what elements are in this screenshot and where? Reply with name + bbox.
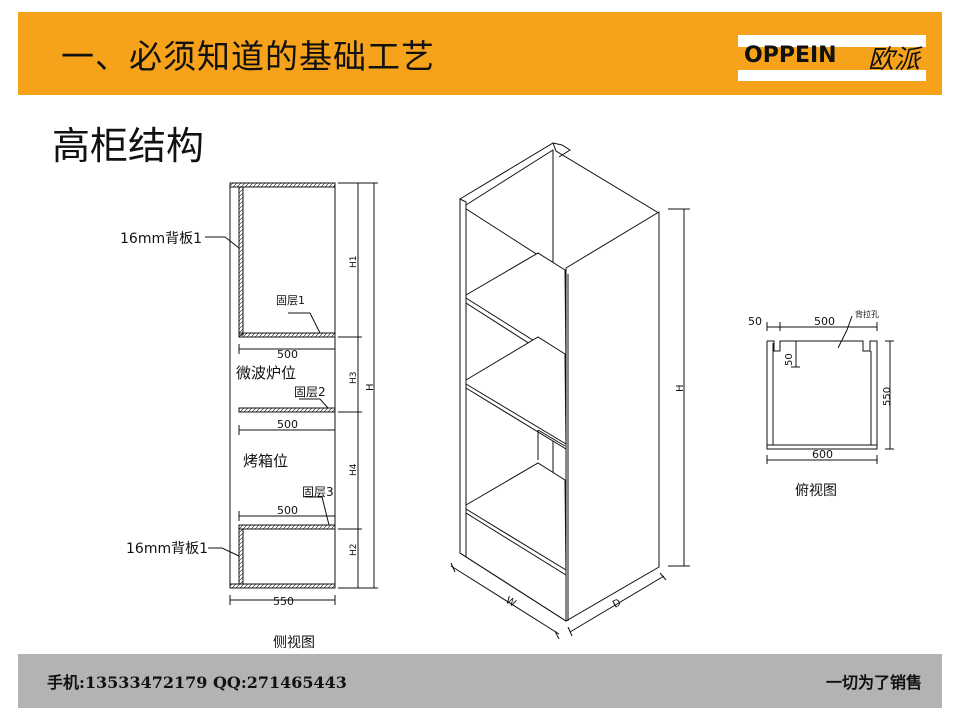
top-dim-50-notch: 50: [784, 353, 795, 366]
footer-contact: 手机:13533472179 QQ:271465443: [47, 673, 347, 692]
bottom-panel: [229, 583, 336, 589]
back-panel-bottom-label: 16mm背板1: [126, 541, 208, 557]
iso-dim-h: H: [675, 384, 686, 392]
page-title: 一、必须知道的基础工艺: [61, 37, 435, 76]
shelf1-label: 固层1: [276, 294, 305, 307]
top-hole-label: 背拉孔: [855, 309, 879, 319]
top-dim-600: 600: [812, 448, 833, 461]
iso-left-panel: [459, 198, 467, 558]
iso-view: [450, 142, 690, 640]
iso-shelf-2: [465, 336, 567, 450]
dim-h: H: [365, 383, 376, 391]
top-view-caption: 俯视图: [795, 483, 837, 499]
footer-bar: 手机:13533472179 QQ:271465443 一切为了销售: [18, 654, 942, 708]
dim-500-1: 500: [277, 348, 298, 361]
back-panel-top: [238, 186, 244, 336]
oppein-logo: OPPEIN 欧派: [738, 35, 926, 81]
iso-right-panel: [565, 211, 660, 622]
top-view-labels: 50 500 50 550 600 背拉孔 俯视图: [748, 309, 893, 499]
section-subtitle: 高柜结构: [52, 124, 205, 168]
header-bar: 一、必须知道的基础工艺 OPPEIN 欧派: [18, 12, 942, 95]
microwave-label: 微波炉位: [236, 364, 296, 382]
side-view: [205, 182, 378, 605]
iso-shelf-3: [465, 462, 567, 576]
dim-550: 550: [273, 595, 294, 608]
side-view-caption: 侧视图: [273, 635, 315, 651]
logo-text: OPPEIN: [744, 43, 837, 68]
dim-500-3: 500: [277, 504, 298, 517]
shelf2-label: 固层2: [294, 385, 326, 399]
footer-slogan: 一切为了销售: [825, 673, 922, 692]
shelf-3: [238, 524, 336, 530]
iso-dim-d: D: [611, 597, 623, 611]
shelf-1: [238, 332, 336, 338]
back-panel-top-label: 16mm背板1: [120, 231, 202, 247]
shelf-2: [238, 407, 336, 413]
top-panel: [229, 182, 336, 188]
dim-500-2: 500: [277, 418, 298, 431]
side-view-labels: 16mm背板1 16mm背板1 固层1 固层2 固层3 微波炉位 烤箱位 500…: [120, 231, 376, 651]
dim-h4: H4: [349, 463, 359, 476]
logo-band: [738, 47, 926, 70]
top-outline: [766, 340, 878, 450]
back-panel-bottom: [238, 528, 244, 585]
dim-h1: H1: [349, 256, 359, 269]
top-dim-550: 550: [882, 387, 893, 406]
iso-dim-w: W: [504, 595, 518, 610]
top-view: [766, 315, 894, 464]
logo-chinese: 欧派: [868, 45, 921, 75]
dim-h3: H3: [349, 372, 359, 385]
dim-h2: H2: [349, 544, 359, 557]
oven-label: 烤箱位: [243, 452, 288, 470]
top-dim-50: 50: [748, 315, 762, 328]
top-dim-500: 500: [814, 315, 835, 328]
shelf3-label: 固层3: [302, 485, 334, 499]
